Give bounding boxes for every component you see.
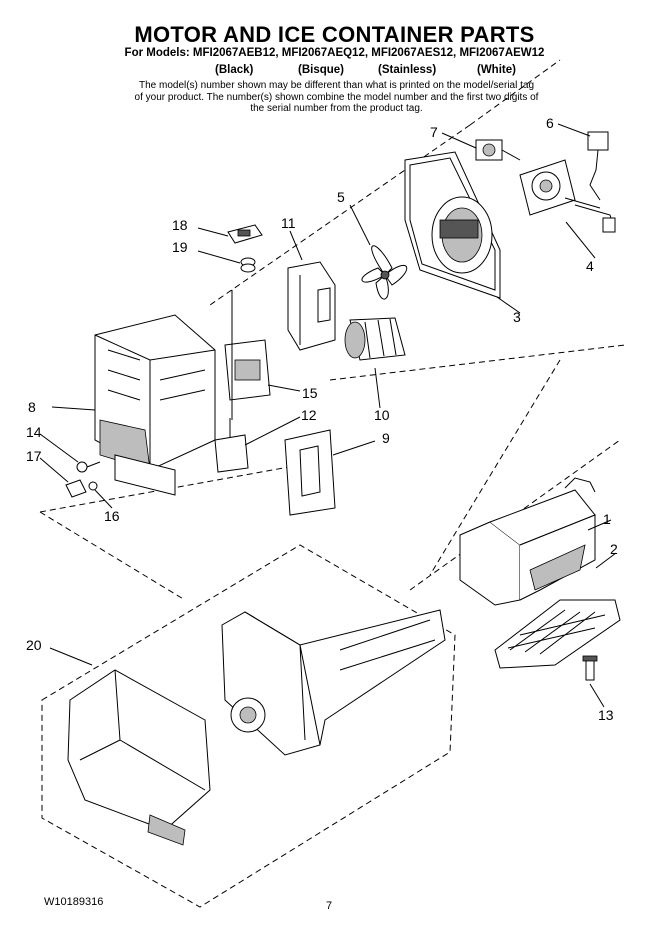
callout-9: 9 — [382, 430, 390, 446]
callout-17: 17 — [26, 448, 42, 464]
part-18-cap — [227, 224, 263, 244]
callout-18: 18 — [172, 217, 188, 233]
part-6-harness — [564, 131, 616, 233]
callout-1: 1 — [603, 511, 611, 527]
models-line: For Models: MFI2067AEB12, MFI2067AEQ12, … — [124, 47, 545, 59]
part-12-solenoid — [214, 290, 249, 473]
callout-3: 3 — [513, 309, 521, 325]
callout-20: 20 — [26, 637, 42, 653]
part-5-fan-blade — [361, 245, 408, 300]
color-label-bisque: (Bisque) — [298, 64, 344, 76]
part-14-screw — [76, 461, 101, 473]
callout-10: 10 — [374, 407, 390, 423]
callout-7: 7 — [430, 124, 438, 140]
part-7-switch — [475, 139, 521, 161]
color-label-white: (White) — [477, 64, 516, 76]
callout-8: 8 — [28, 399, 36, 415]
document-code: W10189316 — [44, 896, 104, 908]
part-11-bracket — [287, 261, 336, 351]
page-number: 7 — [326, 900, 333, 912]
part-16-washer — [88, 481, 98, 491]
part-17-clip — [65, 479, 87, 498]
part-13-screw — [582, 655, 598, 681]
callout-13: 13 — [598, 707, 614, 723]
part-20-front — [67, 669, 211, 846]
callout-15: 15 — [302, 385, 318, 401]
callout-6: 6 — [546, 115, 554, 131]
part-3-plate — [404, 151, 501, 299]
part-19-spring — [240, 257, 256, 273]
part-15-bracket — [224, 339, 271, 401]
color-label-black: (Black) — [215, 64, 254, 76]
callout-4: 4 — [586, 258, 594, 274]
leader-lines — [39, 123, 617, 708]
callout-14: 14 — [26, 424, 42, 440]
callout-12: 12 — [301, 407, 317, 423]
callout-5: 5 — [337, 189, 345, 205]
part-9-cover — [284, 429, 336, 516]
part-1-icemaker — [459, 477, 596, 606]
model-number-note: The model(s) number shown may be differe… — [134, 80, 539, 114]
part-8-housing — [94, 314, 216, 496]
callout-2: 2 — [610, 541, 618, 557]
callout-19: 19 — [172, 239, 188, 255]
callout-16: 16 — [104, 508, 120, 524]
part-10-motor — [344, 317, 406, 361]
part-4-coupling — [519, 159, 576, 216]
callout-11: 11 — [281, 215, 296, 231]
ice-container-bin — [221, 609, 446, 756]
part-2-tray — [494, 599, 621, 669]
page-title: MOTOR AND ICE CONTAINER PARTS — [134, 22, 535, 47]
color-label-stainless: (Stainless) — [378, 64, 437, 76]
